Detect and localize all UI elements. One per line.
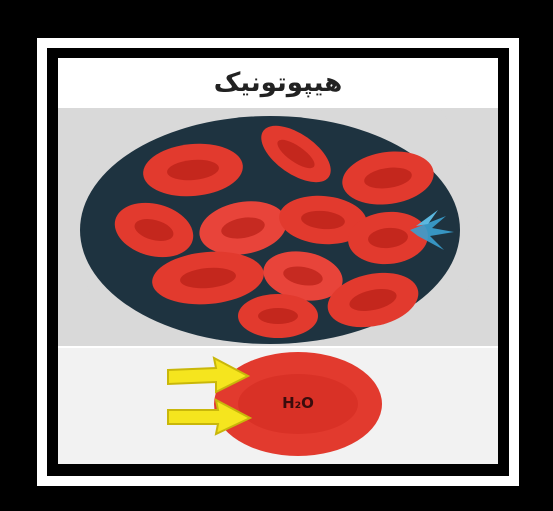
title-bar: هیپوتونیک: [58, 58, 498, 106]
page-title: هیپوتونیک: [214, 68, 343, 98]
water-molecule-label: H₂O: [282, 394, 314, 412]
red-blood-cells-illustration: [58, 108, 498, 346]
microscope-view: [58, 108, 498, 346]
illustration-panel: هیپوتونیک: [58, 58, 498, 464]
osmosis-diagram: H₂O: [58, 348, 498, 464]
